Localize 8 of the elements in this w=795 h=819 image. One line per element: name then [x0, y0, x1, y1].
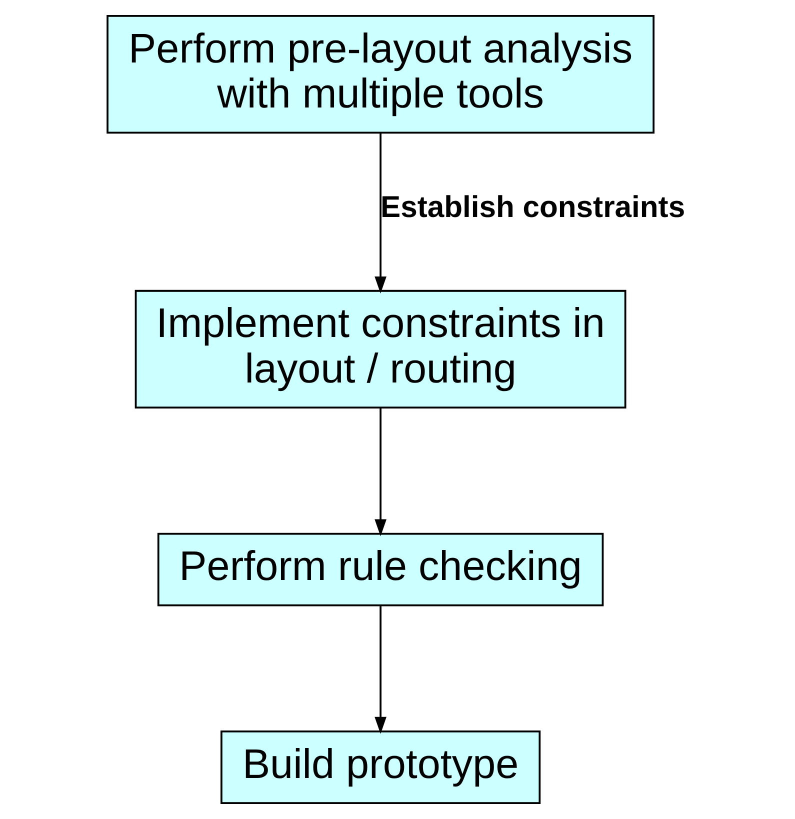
arrow — [374, 133, 386, 294]
node-box: Perform pre-layout analysis with multiple tools — [106, 15, 655, 134]
node-box: Perform rule checking — [157, 532, 604, 606]
node-box: Implement constraints in layout / routing — [134, 290, 626, 409]
arrow — [374, 408, 386, 536]
arrow — [374, 606, 386, 734]
node-box: Build prototype — [220, 730, 541, 804]
edge-label: Establish constraints — [380, 191, 686, 224]
